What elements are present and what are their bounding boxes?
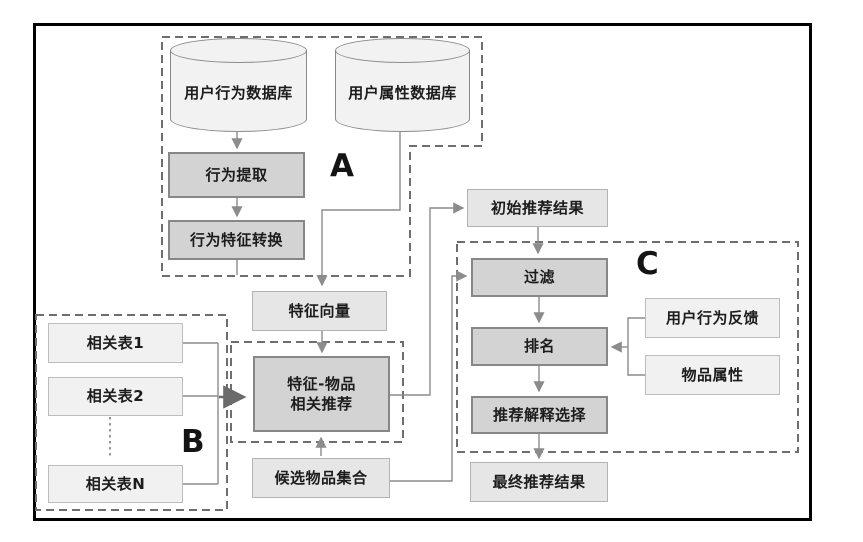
db-user-attribute: 用户属性数据库 xyxy=(335,38,470,132)
node-related-table-1: 相关表1 xyxy=(48,323,183,363)
node-feature-item-recommendation: 特征-物品 相关推荐 xyxy=(253,356,390,432)
node-behavior-extraction: 行为提取 xyxy=(168,152,305,198)
node-related-table-n: 相关表N xyxy=(48,465,183,503)
group-c-label: C xyxy=(636,246,659,282)
cylinder-body xyxy=(170,50,307,132)
db-user-behavior-label: 用户行为数据库 xyxy=(184,83,293,102)
node-behavior-feature-conversion: 行为特征转换 xyxy=(168,220,305,260)
node-final-results: 最终推荐结果 xyxy=(470,462,608,502)
node-candidate-items: 候选物品集合 xyxy=(252,458,390,498)
group-c-outline xyxy=(456,241,799,453)
node-filter: 过滤 xyxy=(471,258,608,297)
node-explanation-selection: 推荐解释选择 xyxy=(471,396,608,434)
group-a-outline xyxy=(161,36,483,277)
group-b-label: B xyxy=(181,424,205,460)
feature-item-line2: 相关推荐 xyxy=(290,395,353,413)
db-user-attribute-label: 用户属性数据库 xyxy=(348,83,457,102)
node-related-table-2: 相关表2 xyxy=(48,377,183,416)
node-feature-vector: 特征向量 xyxy=(252,291,387,331)
db-user-behavior: 用户行为数据库 xyxy=(170,38,307,132)
group-a-label: A xyxy=(330,148,354,184)
cylinder-body xyxy=(335,50,470,132)
node-initial-results: 初始推荐结果 xyxy=(467,189,608,227)
figure-frame xyxy=(33,23,812,521)
node-item-attributes: 物品属性 xyxy=(645,355,780,395)
node-ranking: 排名 xyxy=(471,327,608,366)
cylinder-top xyxy=(170,38,307,63)
cylinder-top xyxy=(335,38,470,63)
node-user-behavior-feedback: 用户行为反馈 xyxy=(645,298,780,338)
connectors xyxy=(183,131,645,485)
feature-item-line1: 特征-物品 xyxy=(287,374,356,393)
group-b-outline xyxy=(35,314,228,511)
